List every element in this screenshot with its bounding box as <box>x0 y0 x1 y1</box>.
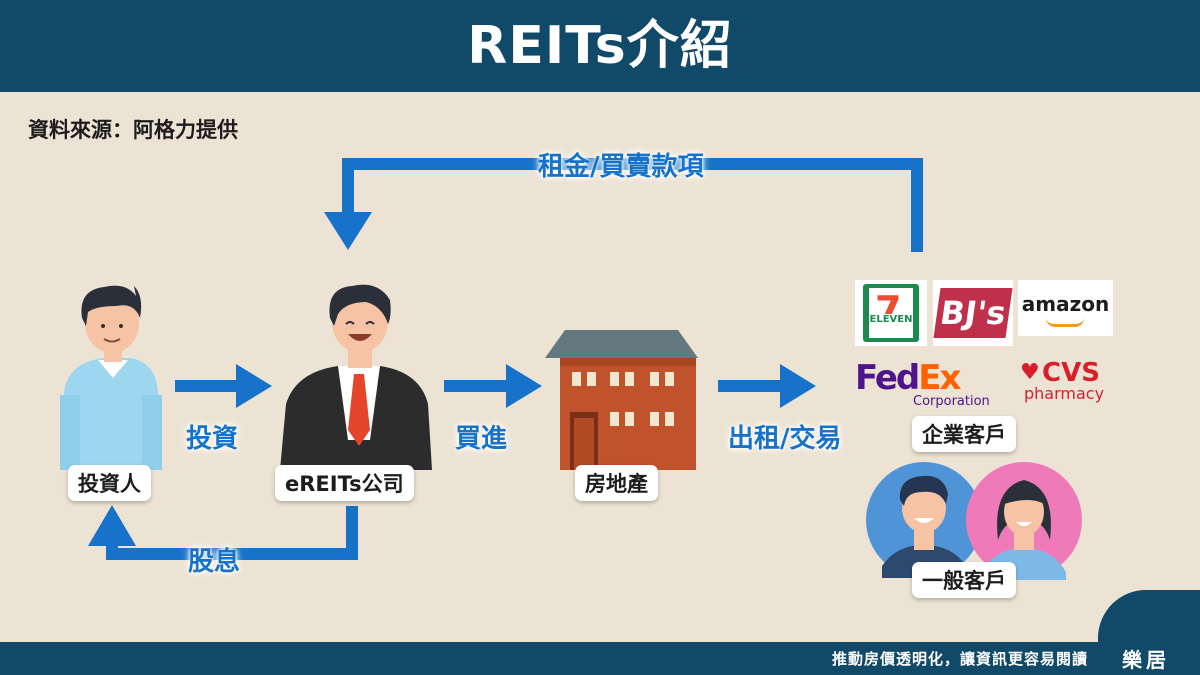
source-note: 資料來源：阿格力提供 <box>28 118 238 142</box>
cvs-logo: ♥ CVS pharmacy <box>1020 358 1105 403</box>
investor-figure <box>60 285 162 470</box>
footer-bar <box>0 642 1200 675</box>
rent-arrow-head <box>324 212 372 250</box>
fedex-logo: FedEx Corporation <box>855 358 990 409</box>
arrows <box>88 158 923 560</box>
lease-arrow-head <box>780 364 816 408</box>
dividend-arrow-head <box>88 505 136 546</box>
rent-arrow-top <box>342 158 923 170</box>
company-label: eREITs公司 <box>275 465 414 501</box>
brand-name: 樂居 <box>1122 648 1170 672</box>
rent-arrow-right <box>911 158 923 252</box>
heart-icon: ♥ <box>1020 360 1040 385</box>
property-label: 房地產 <box>575 465 658 501</box>
rent-flow-label: 租金/買賣款項 <box>538 152 704 182</box>
company-figure <box>280 284 432 470</box>
bjs-logo: BJ's <box>933 280 1013 346</box>
individual-customers <box>866 462 1082 580</box>
corporate-customers-label: 企業客戶 <box>912 416 1016 452</box>
header-bar <box>0 0 1200 92</box>
lease-flow-label: 出租/交易 <box>728 424 842 454</box>
invest-arrow-head <box>236 364 272 408</box>
rent-arrow-left <box>342 158 354 218</box>
house-illustration <box>545 330 698 470</box>
dividend-arrow-right <box>346 506 358 560</box>
buy-arrow-head <box>506 364 542 408</box>
invest-arrow-shaft <box>175 380 240 392</box>
seven-eleven-logo: 7 ELEVEN <box>855 280 927 346</box>
dividend-flow-label: 股息 <box>188 547 241 577</box>
footer-slogan: 推動房價透明化，讓資訊更容易閱讀 <box>831 650 1088 668</box>
buy-flow-label: 買進 <box>455 424 508 454</box>
individual-customers-label: 一般客戶 <box>912 562 1016 598</box>
invest-flow-label: 投資 <box>186 424 239 454</box>
buy-arrow-shaft <box>444 380 510 392</box>
brand-badge <box>1098 590 1200 675</box>
page-title: REITs介紹 <box>467 16 733 76</box>
dividend-arrow-bottom <box>106 548 358 560</box>
lease-arrow-shaft <box>718 380 784 392</box>
investor-label: 投資人 <box>68 465 151 501</box>
amazon-logo: amazon <box>1018 280 1113 336</box>
